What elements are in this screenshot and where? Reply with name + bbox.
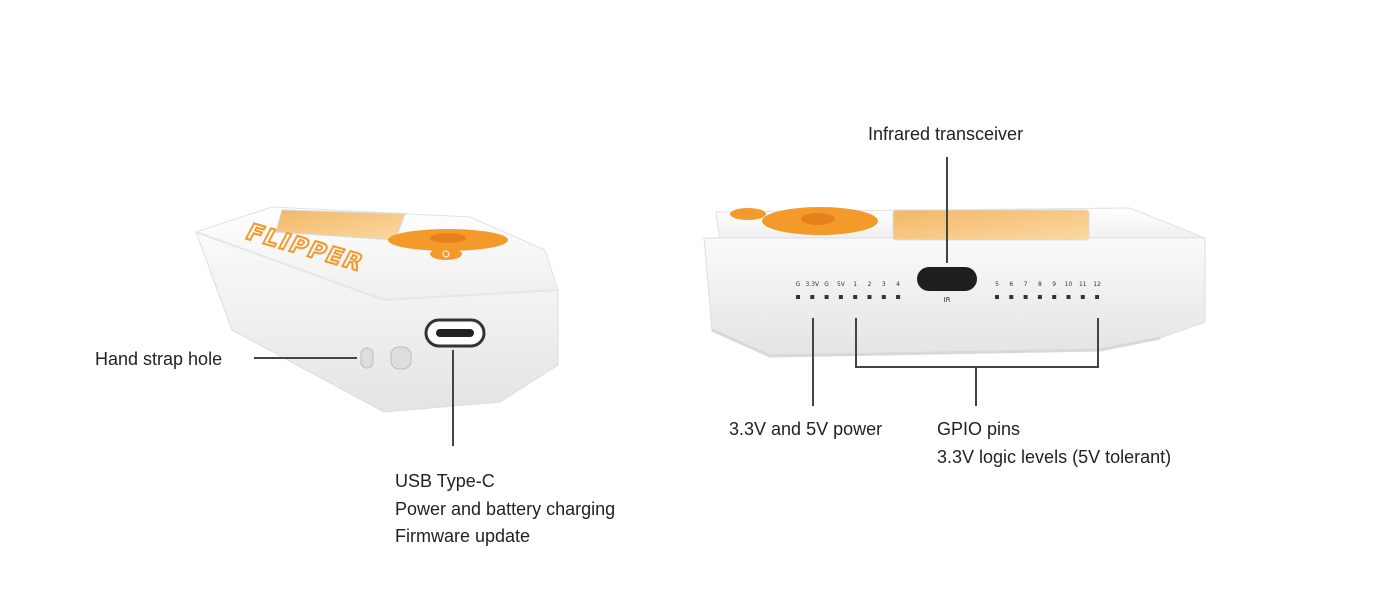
gpio-pin bbox=[838, 295, 843, 299]
pin-label: 8 bbox=[1038, 281, 1042, 288]
gpio-label-line2: 3.3V logic levels (5V tolerant) bbox=[937, 447, 1172, 467]
back-button-icon bbox=[442, 250, 450, 258]
pin-label: 9 bbox=[1052, 281, 1056, 288]
power-label: 3.3V and 5V power bbox=[729, 419, 883, 439]
small-orange-button bbox=[730, 208, 766, 220]
usb-label-title: USB Type-C bbox=[395, 471, 495, 491]
pin-label: G bbox=[796, 281, 801, 288]
gpio-pin bbox=[853, 295, 858, 299]
gpio-pin bbox=[881, 295, 886, 299]
pin-label: 11 bbox=[1079, 281, 1087, 288]
pin-label: 3 bbox=[882, 281, 886, 288]
pin-label: 2 bbox=[868, 281, 872, 288]
device-front-bottom bbox=[711, 328, 1161, 358]
pin-label: 3.3V bbox=[805, 281, 820, 288]
gpio-pin bbox=[1023, 295, 1028, 299]
device-edge bbox=[195, 231, 559, 302]
pin-label: 5 bbox=[995, 281, 999, 288]
gpio-pin bbox=[995, 295, 999, 299]
front-dpad-center bbox=[801, 213, 835, 225]
pin-label: 1 bbox=[853, 281, 857, 288]
ir-mark: IR bbox=[944, 296, 951, 304]
leader-lines bbox=[254, 157, 1099, 446]
pin-label: 7 bbox=[1024, 281, 1028, 288]
gpio-pin bbox=[896, 295, 901, 299]
infrared-label: Infrared transceiver bbox=[868, 124, 1024, 144]
hand-strap-hole bbox=[360, 347, 374, 369]
gpio-pin bbox=[1037, 295, 1042, 299]
gpio-pin bbox=[824, 295, 829, 299]
gpio-label-title: GPIO pins bbox=[937, 419, 1021, 439]
hand-strap-hole-2 bbox=[390, 346, 412, 370]
hand-strap-label: Hand strap hole bbox=[95, 349, 223, 369]
gpio-pin bbox=[810, 295, 815, 299]
gpio-pin bbox=[1009, 295, 1014, 299]
pin-label: 5V bbox=[837, 281, 846, 288]
usb-label-line3: Firmware update bbox=[395, 526, 531, 546]
usb-c-port-inner bbox=[436, 329, 474, 337]
ir-window bbox=[917, 267, 977, 291]
gpio-pin bbox=[1052, 295, 1057, 299]
gpio-pin bbox=[796, 295, 800, 299]
pin-label: 10 bbox=[1065, 281, 1073, 288]
dpad-center bbox=[430, 233, 466, 243]
usb-label-line2: Power and battery charging bbox=[395, 499, 616, 519]
pin-label: 12 bbox=[1093, 281, 1101, 288]
device-front-screen bbox=[892, 209, 1090, 241]
gpio-pin bbox=[867, 295, 872, 299]
pin-label: 4 bbox=[896, 281, 900, 288]
gpio-pin bbox=[1080, 295, 1085, 299]
pin-label: G bbox=[824, 281, 829, 288]
gpio-pin bbox=[1066, 295, 1071, 299]
back-button bbox=[430, 248, 462, 260]
device-front-face bbox=[703, 237, 1206, 357]
gpio-pin bbox=[1095, 295, 1100, 299]
flipper-device-angled: FLIPPER bbox=[194, 206, 559, 413]
pin-label: 6 bbox=[1009, 281, 1013, 288]
